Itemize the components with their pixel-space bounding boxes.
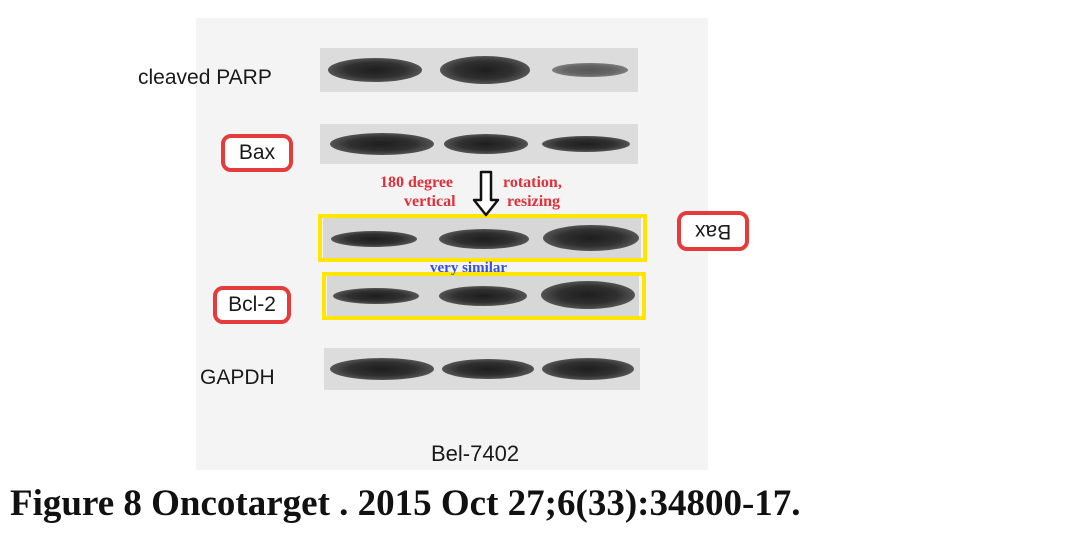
annotation-180-degree: 180 degree [380, 174, 454, 191]
annotation-resizing: resizing [507, 193, 561, 210]
label-bax-rotated: Bax [694, 220, 732, 243]
band [439, 286, 527, 306]
blot-bax [320, 124, 638, 164]
band [444, 134, 528, 154]
label-bax-rotated-box: Bax [677, 211, 749, 251]
annotation-rotation: rotation, [503, 174, 562, 191]
down-arrow-icon [472, 170, 500, 217]
band [542, 136, 630, 152]
label-bax: Bax [238, 141, 276, 164]
highlight-bax-rotated [318, 214, 647, 262]
label-cleaved-parp: cleaved PARP [138, 66, 272, 89]
band [330, 133, 434, 155]
band [552, 63, 628, 77]
band [442, 359, 534, 379]
figure-caption: Figure 8 Oncotarget . 2015 Oct 27;6(33):… [10, 483, 801, 524]
blot-bax-rotated [323, 218, 641, 258]
label-bax-box: Bax [221, 134, 293, 172]
band [330, 358, 434, 380]
band [541, 281, 635, 309]
label-bcl2-box: Bcl-2 [213, 286, 291, 324]
label-bcl2: Bcl-2 [228, 293, 276, 316]
annotation-vertical: vertical [404, 193, 456, 210]
label-gapdh: GAPDH [200, 366, 275, 389]
band [543, 225, 639, 251]
band [542, 358, 634, 380]
band [333, 288, 419, 304]
band [440, 56, 530, 84]
band [439, 229, 529, 249]
annotation-very-similar: very similar [430, 260, 508, 276]
blot-cleaved-parp [320, 48, 638, 92]
cell-line-label: Bel-7402 [431, 441, 520, 466]
blot-bcl2 [327, 275, 639, 317]
band [331, 231, 417, 247]
blot-gapdh [324, 348, 640, 390]
band [328, 58, 422, 82]
highlight-bcl2 [322, 272, 646, 320]
